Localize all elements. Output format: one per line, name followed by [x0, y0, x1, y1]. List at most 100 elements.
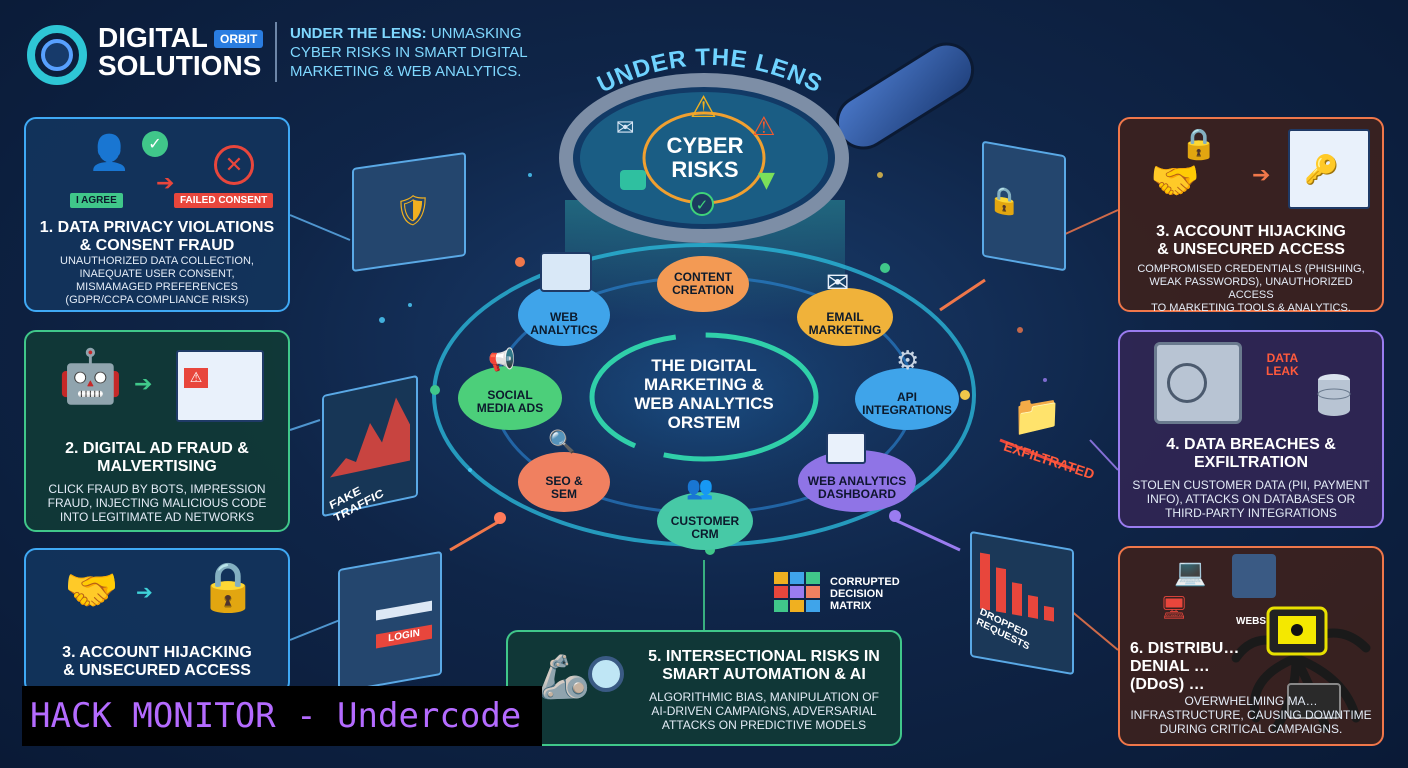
headline: UNDER THE LENS: UNMASKING CYBER RISKS IN… [290, 24, 528, 81]
watermark-box: HACK MONITOR - Undercode [22, 686, 542, 746]
panel-title: 3. ACCOUNT HIJACKING & UNSECURED ACCESS [1156, 223, 1346, 258]
panel-body: ALGORITHMIC BIAS, MANIPULATION OF AI-DRI… [649, 690, 879, 732]
warning-icon-2: ⚠ [752, 112, 776, 142]
panel-title: 4. DATA BREACHES & EXFILTRATION [1166, 436, 1336, 471]
lock-icon: 🔒 [1180, 127, 1218, 162]
hacker-octopus-icon [1216, 588, 1376, 738]
data-leak-tag: DATA LEAK [1266, 351, 1299, 378]
dropped-requests-widget: DROPPED REQUESTS [970, 530, 1074, 676]
node-label: WEB ANALYTICS [530, 310, 598, 337]
handshake-icon: 🤝 [64, 565, 119, 616]
watermark-text: HACK MONITOR - Undercode [30, 696, 522, 736]
check-icon: ✓ [142, 131, 168, 157]
login-field [376, 600, 432, 621]
envelope-icon: ✉ [616, 116, 635, 141]
safe-icon [1154, 342, 1242, 424]
database-icon [1316, 372, 1352, 418]
headline-line3: MARKETING & WEB ANALYTICS. [290, 63, 522, 80]
panel-title: 1. DATA PRIVACY VIOLATIONS & CONSENT FRA… [39, 219, 275, 254]
gear-icon: ⚙ [896, 346, 920, 376]
decision-matrix-icon [774, 572, 824, 616]
login-button: LOGIN [376, 624, 432, 649]
node-content-creation[interactable]: CONTENT CREATION [657, 256, 749, 312]
headline-bold: UNDER THE LENS: [290, 25, 427, 42]
panel-body: COMPROMISED CREDENTIALS (PHISHING, WEAK … [1137, 263, 1365, 314]
panel-body: STOLEN CUSTOMER DATA (PII, PAYMENT INFO)… [1132, 478, 1370, 520]
panel-body: UNAUTHORIZED DATA COLLECTION, INAEQUATE … [60, 255, 254, 306]
arrow-right-icon: ➔ [156, 171, 175, 196]
node-social-media-ads[interactable]: SOCIAL MEDIA ADS [458, 366, 562, 430]
panel-body: OVERWHELMING MA… INFRASTRUCTURE, CAUSING… [1130, 694, 1372, 736]
dashboard-icon [826, 432, 866, 464]
i-agree-badge: I AGREE [70, 193, 123, 208]
users-icon: 👥 [686, 476, 714, 501]
chat-icon [620, 170, 646, 190]
panel-title: 5. INTERSECTIONAL RISKS IN SMART AUTOMAT… [648, 648, 880, 683]
lens-center-text: CYBER RISKS [666, 133, 744, 182]
panel-ad-fraud: 🤖 ➔ ⚠ 2. DIGITAL AD FRAUD & MALVERTISING… [24, 330, 290, 532]
check-icon: ✓ [690, 192, 714, 216]
warning-icon: ⚠ [184, 368, 208, 388]
node-label: API INTEGRATIONS [862, 390, 952, 417]
panel-title: 2. DIGITAL AD FRAUD & MALVERTISING [65, 440, 249, 475]
node-label: CUSTOMER CRM [670, 514, 740, 541]
magnifier-icon [588, 656, 624, 692]
lens-arc-title: UNDER THE LENS [593, 44, 826, 99]
brand-line2: SOLUTIONS [98, 50, 262, 81]
panel-data-privacy: 👤 ✓ ➔ ✕ I AGREE FAILED CONSENT 1. DATA P… [24, 117, 290, 312]
panel-account-hijacking-left: 🤝 ➔ 🔒 3. ACCOUNT HIJACKING & UNSECURED A… [24, 548, 290, 694]
fake-traffic-widget: FAKE TRAFFIC [322, 374, 418, 525]
brand-badge: ORBIT [214, 30, 264, 48]
failed-consent-badge: FAILED CONSENT [174, 193, 274, 208]
node-email-marketing[interactable]: EMAIL MARKETING [797, 288, 893, 346]
panel-data-breaches: DATA LEAK 4. DATA BREACHES & EXFILTRATIO… [1118, 330, 1384, 528]
arrow-right-icon: ➔ [1252, 163, 1271, 188]
server-icon [1232, 554, 1276, 598]
panel-title: 6. DISTRIBU… DENIAL … (DDoS) … [1130, 640, 1240, 693]
chart-icon [540, 252, 592, 292]
folder-lock-icon: 📁 [1012, 393, 1062, 439]
node-label: CONTENT CREATION [672, 270, 734, 297]
funnel-icon: ▼ [758, 168, 775, 193]
lock-icon: 🔒 [198, 559, 258, 615]
arrow-right-icon: ➔ [134, 372, 153, 397]
orbit-logo-icon [24, 22, 90, 88]
lock-icon: 🔒 [988, 183, 1021, 220]
shield-icon: 🛡 [394, 190, 433, 232]
node-api-integrations[interactable]: API INTEGRATIONS [855, 368, 959, 430]
monitor-icon: 🖥 [1160, 596, 1188, 621]
node-label: SEO & SEM [545, 474, 583, 501]
login-widget: LOGIN [338, 550, 442, 694]
brand-line1: DIGITAL [98, 22, 208, 53]
panel-intersectional-risks: 🦾 5. INTERSECTIONAL RISKS IN SMART AUTOM… [506, 630, 902, 746]
panel-title: 3. ACCOUNT HIJACKING & UNSECURED ACCESS [62, 644, 252, 679]
user-icon: 👤 [88, 133, 131, 173]
node-seo-sem[interactable]: SEO & SEM [518, 452, 610, 512]
key-icon: 🔑 [1304, 153, 1339, 186]
node-customer-crm[interactable]: CUSTOMER CRM [657, 492, 753, 550]
laptop-icon: 💻 [1174, 558, 1207, 588]
search-icon: 🔍 [548, 430, 576, 455]
arrow-right-icon: ➔ [136, 580, 153, 604]
decision-matrix-label: CORRUPTED DECISION MATRIX [830, 576, 900, 612]
node-label: EMAIL MARKETING [808, 310, 882, 337]
shield-browser-widget: 🛡 [352, 151, 466, 273]
robot-hand-icon: 🦾 [538, 652, 591, 701]
header-divider [275, 22, 277, 82]
malvertising-window-icon: ⚠ [176, 350, 264, 422]
panel-ddos: 💻 🖥 WEBSITE 6. DISTRIBU… DENIAL … (DDoS)… [1118, 546, 1384, 746]
envelope-icon: ✉ [826, 266, 850, 299]
node-web-analytics[interactable]: WEB ANALYTICS [518, 284, 610, 346]
phishing-widget: 🔒 [982, 140, 1066, 272]
robot-icon: 🤖 [58, 347, 123, 407]
node-label: SOCIAL MEDIA ADS [476, 388, 544, 415]
warning-icon: ⚠ [690, 90, 717, 125]
safe-dial [1167, 363, 1207, 403]
panel-body: CLICK FRAUD BY BOTS, IMPRESSION FRAUD, I… [47, 482, 267, 524]
website-label: WEBSITE [1236, 616, 1282, 627]
megaphone-icon: 📢 [488, 348, 516, 373]
handshake-icon: 🤝 [1150, 158, 1200, 204]
headline-line2: CYBER RISKS IN SMART DIGITAL [290, 44, 528, 61]
close-icon: ✕ [214, 145, 254, 185]
headline-rest: UNMASKING [426, 25, 522, 42]
